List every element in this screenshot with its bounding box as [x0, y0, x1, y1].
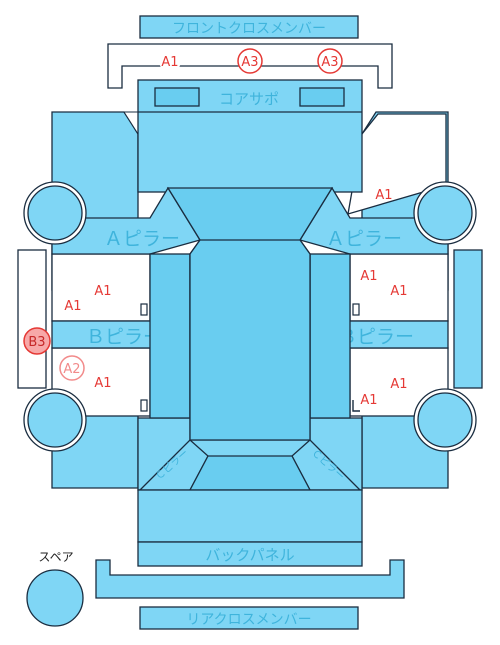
- right-front-door-a1-mark-a[interactable]: A1: [360, 269, 377, 284]
- front-a3-mark-1-ring: [237, 48, 263, 74]
- left-front-door-a1-mark-a[interactable]: A1: [94, 284, 111, 299]
- front-a1-mark-bg: [159, 50, 181, 72]
- front-a1-mark[interactable]: A1: [159, 50, 181, 72]
- left-front-door[interactable]: [51, 253, 151, 322]
- left-a-pillar-label: Ａピラー: [104, 228, 180, 250]
- rear-cross-member-panel[interactable]: [139, 606, 359, 630]
- front-cross-member-label: フロントクロスメンバー: [172, 21, 326, 37]
- front-a3-mark-1[interactable]: A3: [237, 48, 263, 74]
- roof-inner[interactable]: [189, 239, 311, 441]
- back-panel[interactable]: [137, 541, 363, 567]
- right-front-door[interactable]: [349, 253, 449, 322]
- left-front-door-a1-mark-b[interactable]: A1: [64, 299, 81, 314]
- rear-bumper[interactable]: [95, 559, 405, 599]
- front-a1-mark-text: A1: [161, 55, 178, 70]
- left-rear-door-a1-mark[interactable]: A1: [94, 376, 111, 391]
- left-b3-mark-text: B3: [28, 335, 45, 350]
- left-b3-mark-circle: [23, 327, 51, 355]
- rear-cross-member-label: リアクロスメンバー: [186, 612, 311, 628]
- right-rear-door-a1-mark-a[interactable]: A1: [390, 377, 407, 392]
- front-a3-mark-1-text: A3: [241, 55, 258, 70]
- front-a3-mark-2[interactable]: A3: [317, 48, 343, 74]
- right-side-step[interactable]: [453, 249, 483, 389]
- back-panel-label: バックパネル: [205, 546, 294, 564]
- trunk-panel[interactable]: [137, 489, 363, 543]
- spare-label: スペア: [38, 550, 73, 564]
- right-side-sill[interactable]: [309, 253, 351, 419]
- rear-right-tire[interactable]: [417, 392, 473, 448]
- core-support-label: コアサポ: [219, 90, 279, 108]
- front-cross-member-panel[interactable]: [139, 15, 359, 39]
- right-rear-door-a1-mark-b[interactable]: A1: [360, 393, 377, 408]
- left-rear-door-a2-ring: [59, 355, 85, 381]
- left-side-sill[interactable]: [149, 253, 191, 419]
- left-headlight[interactable]: [154, 87, 200, 107]
- right-front-door-handle: [352, 303, 360, 316]
- rear-window[interactable]: [188, 455, 312, 491]
- front-a3-mark-2-ring: [317, 48, 343, 74]
- right-b-pillar-label: Ｂピラー: [338, 326, 414, 348]
- right-a-pillar-label: Ａピラー: [326, 228, 402, 250]
- right-front-a1-mark[interactable]: A1: [375, 188, 392, 203]
- left-rear-door-a2-mark[interactable]: A2: [59, 355, 85, 381]
- front-left-tire[interactable]: [27, 185, 83, 241]
- left-front-door-handle: [140, 303, 148, 316]
- left-rear-door-handle: [140, 399, 148, 412]
- right-headlight[interactable]: [299, 87, 345, 107]
- front-right-tire[interactable]: [417, 185, 473, 241]
- rear-left-tire[interactable]: [27, 392, 83, 448]
- left-side-step[interactable]: [17, 249, 47, 389]
- spare-tire[interactable]: [26, 569, 84, 627]
- left-b3-mark[interactable]: B3: [23, 327, 51, 355]
- front-a3-mark-2-text: A3: [321, 55, 338, 70]
- right-front-door-a1-mark-b[interactable]: A1: [390, 284, 407, 299]
- left-b-pillar-label: Ｂピラー: [86, 326, 162, 348]
- left-rear-door-a2-text: A2: [63, 362, 80, 377]
- right-rear-door-handle: [352, 400, 360, 412]
